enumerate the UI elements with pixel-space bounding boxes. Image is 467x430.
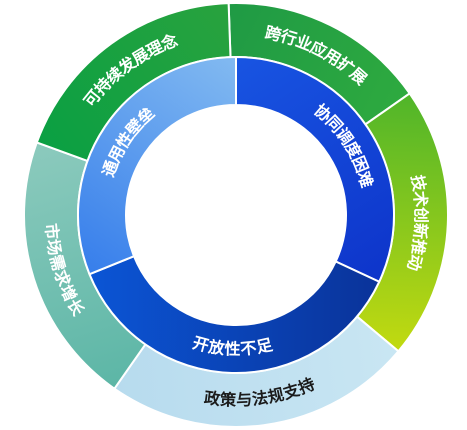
center-hole <box>126 105 346 325</box>
inner-segment-1 <box>88 254 381 374</box>
inner-ring <box>77 55 395 374</box>
